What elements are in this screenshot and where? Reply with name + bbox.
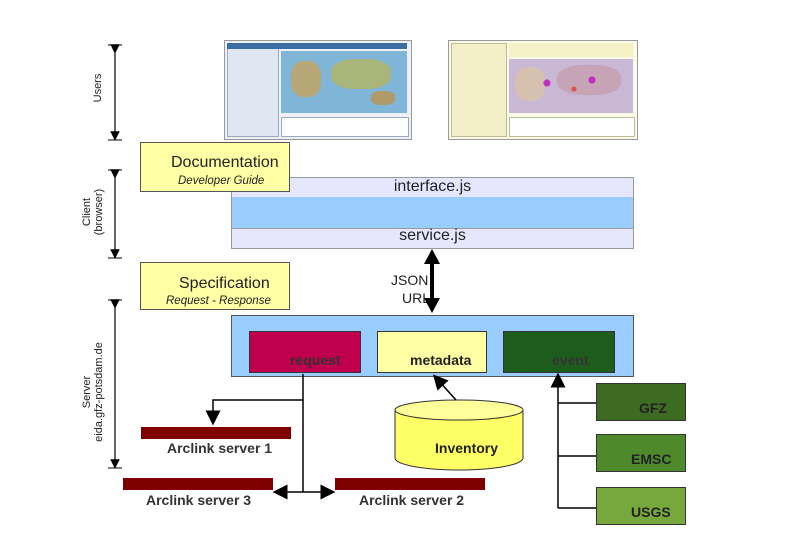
source-emsc: EMSC: [596, 434, 686, 472]
arclink-server-2-label: Arclink server 2: [359, 492, 465, 508]
inventory-database: [394, 399, 524, 471]
arclink-server-2-bar: [335, 478, 485, 490]
arclink-server-3-label: Arclink server 3: [146, 492, 252, 508]
documentation-subtitle: Developer Guide: [178, 175, 265, 187]
screenshot-right-header: [509, 43, 633, 57]
metadata-label: metadata: [410, 352, 472, 368]
arclink-server-1-bar: [141, 427, 291, 439]
documentation-note: Documentation Developer Guide: [140, 142, 290, 192]
screenshot-left-header: [227, 43, 407, 49]
request-to-arclink1: [205, 374, 304, 426]
source-emsc-label: EMSC: [631, 451, 672, 467]
specification-note: Specification Request - Response: [140, 262, 290, 310]
map-events: [529, 71, 619, 101]
map-land-1: [291, 61, 321, 97]
screenshot-right-map: [509, 59, 633, 113]
screenshot-right-panel: [451, 43, 507, 137]
metadata-component: metadata: [377, 331, 487, 373]
json-url-arrowhead-up: [424, 249, 440, 264]
arclink-server-1-label: Arclink server 1: [167, 440, 273, 456]
json-url-arrowhead-down: [424, 298, 440, 313]
source-usgs: USGS: [596, 487, 686, 525]
arclink-server-3-bar: [123, 478, 273, 490]
specification-title: Specification: [179, 275, 270, 292]
screenshot-right-table: [509, 117, 635, 137]
map-land-3: [371, 91, 395, 105]
service-js-label: service.js: [399, 227, 466, 244]
event-label: event: [552, 352, 589, 368]
map-land-2: [331, 59, 391, 89]
client-band-middle: [231, 197, 634, 228]
protocol-url-label: URL: [402, 290, 431, 306]
source-usgs-label: USGS: [631, 504, 671, 520]
source-gfz-label: GFZ: [639, 400, 667, 416]
portal-screenshot-left: [224, 40, 412, 140]
specification-subtitle: Request - Response: [166, 295, 271, 307]
portal-screenshot-right: [448, 40, 638, 140]
request-label: request: [290, 352, 341, 368]
screenshot-left-table: [281, 117, 409, 137]
interface-js-label: interface.js: [393, 178, 472, 195]
screenshot-left-map: [281, 51, 407, 113]
inventory-label: Inventory: [435, 440, 499, 456]
request-component: request: [249, 331, 361, 373]
documentation-title: Documentation: [171, 154, 279, 171]
source-gfz: GFZ: [596, 383, 686, 421]
client-band-bottom: service.js: [231, 227, 634, 249]
inventory-to-metadata: [432, 374, 457, 401]
protocol-json-label: JSON: [391, 272, 429, 288]
